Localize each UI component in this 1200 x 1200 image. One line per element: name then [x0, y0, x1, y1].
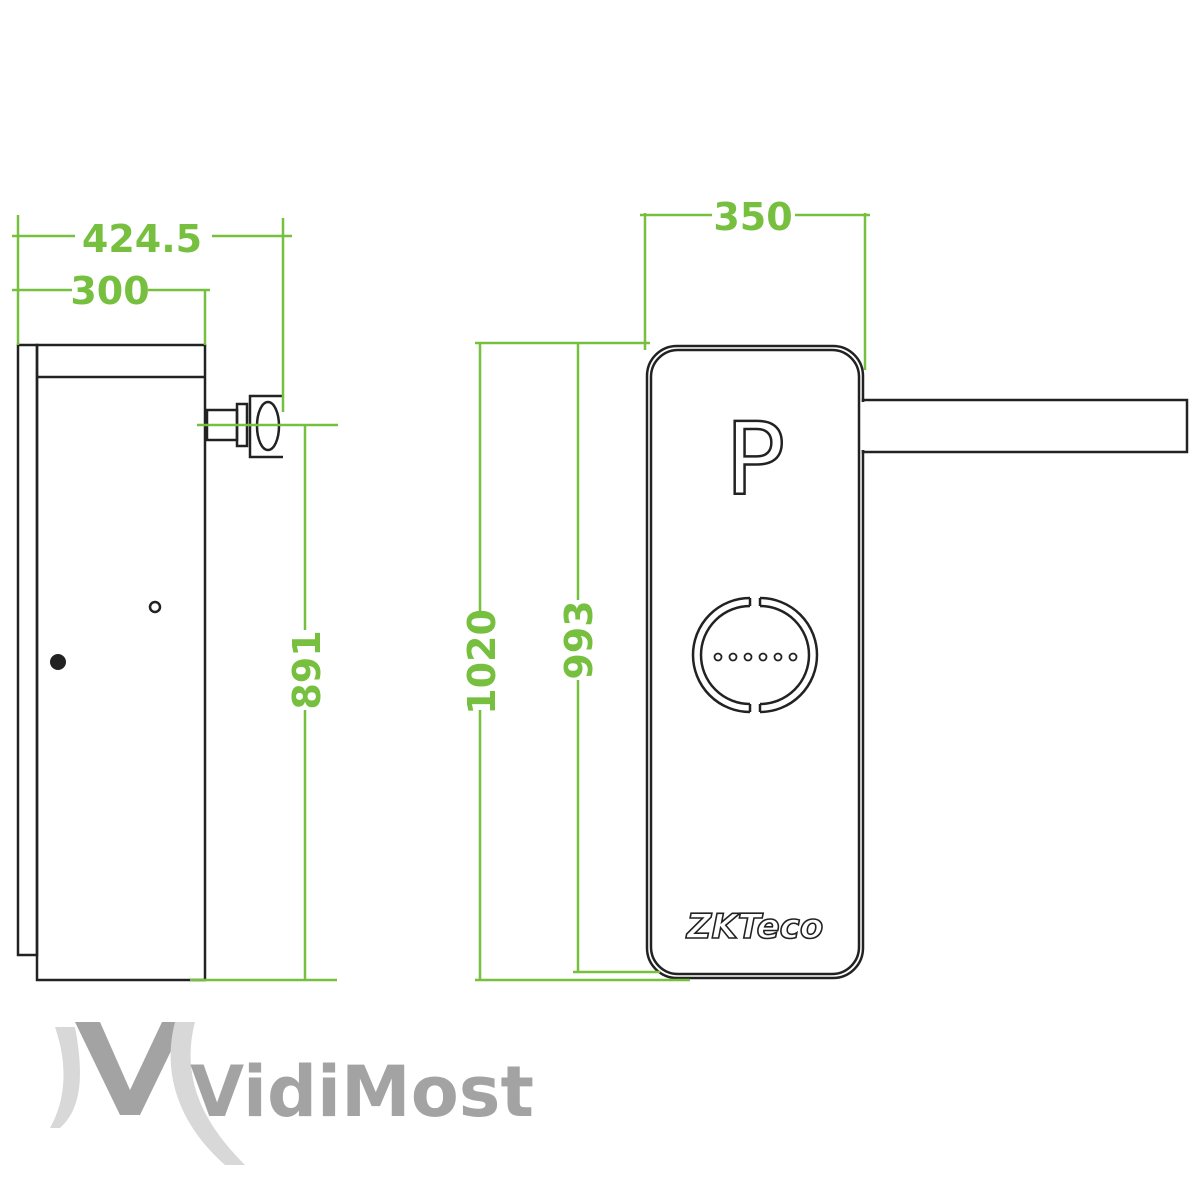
dim-1020-label: 1020 — [460, 609, 504, 715]
barrier-arm — [861, 398, 1189, 454]
front-dimensions: 350 1020 993 — [460, 195, 870, 982]
side-door-frame — [16, 343, 39, 957]
watermark-text: VidiMost — [190, 1051, 534, 1133]
dim-424-5-label: 424.5 — [82, 217, 202, 261]
dim-891-label: 891 — [285, 630, 329, 709]
parking-sign-icon: P — [725, 401, 785, 518]
dim-300-label: 300 — [70, 269, 149, 313]
front-cabinet-outer — [645, 344, 865, 980]
arm-connector — [205, 394, 283, 459]
zkteco-logo: ZKTeco — [686, 907, 823, 947]
keyhole-icon — [50, 654, 66, 670]
side-cabinet-body — [35, 343, 207, 982]
vidimost-watermark: VidiMost — [50, 1022, 534, 1165]
front-view: P ZKTeco — [645, 344, 1189, 980]
card-reader-icon — [691, 596, 819, 714]
side-view — [16, 343, 283, 982]
dim-993-label: 993 — [557, 600, 601, 679]
front-cabinet-inner — [649, 348, 861, 976]
side-dimensions: 424.5 300 891 — [12, 215, 338, 982]
screw-hole — [148, 600, 162, 614]
dim-350-label: 350 — [713, 195, 792, 239]
